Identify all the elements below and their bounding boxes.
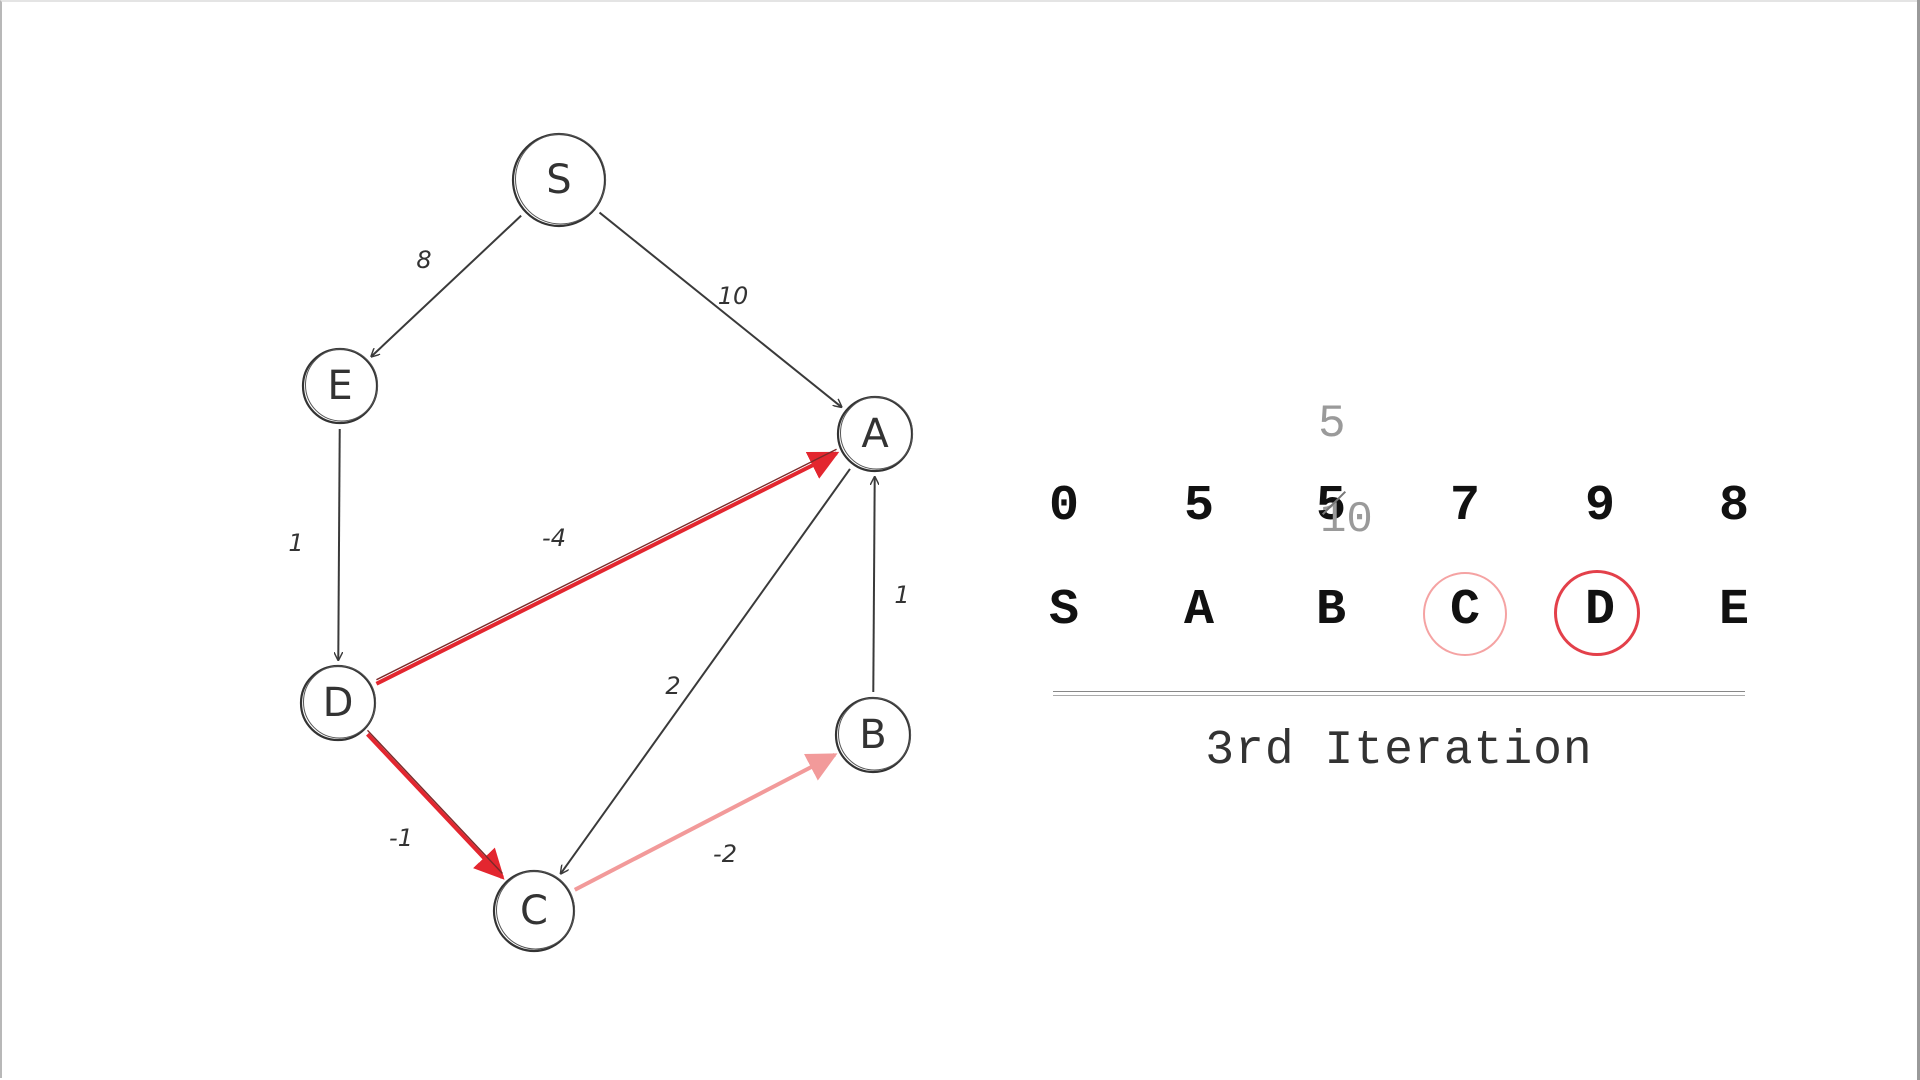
node-S-sketch	[515, 133, 606, 225]
edge-C-B	[573, 753, 838, 892]
divider-line-2	[1053, 695, 1745, 696]
node-label-S: S	[546, 157, 571, 203]
b-update-hint: 5	[1318, 398, 1346, 450]
iteration-caption: 3rd Iteration	[1205, 724, 1593, 778]
b-previous-distance: 10	[1320, 495, 1373, 545]
divider-line	[1053, 691, 1745, 692]
edge-weight-S-A: 10	[718, 282, 749, 310]
highlight-ring-C	[1423, 572, 1507, 656]
edge-weight-S-E: 8	[416, 246, 431, 274]
distance-E: 8	[1718, 478, 1749, 535]
slide-edge	[1917, 0, 1920, 1080]
distance-A: 5	[1183, 478, 1214, 535]
edges-layer: 8 10 1 -4 2 1 -1 -2	[288, 211, 910, 892]
edge-D-A	[375, 451, 840, 686]
edge-B-A	[873, 477, 874, 693]
node-C-sketch	[496, 870, 575, 950]
node-B-sketch	[838, 697, 911, 771]
edge-A-C	[561, 468, 851, 874]
node-D-sketch	[303, 665, 376, 739]
vertex-A: A	[1183, 582, 1214, 639]
node-label-B: B	[859, 712, 886, 758]
edge-D-C	[366, 732, 505, 880]
nodes-layer: S E A D B C	[299, 132, 914, 953]
vertex-S: S	[1048, 582, 1079, 639]
graph-diagram: 8 10 1 -4 2 1 -1 -2 S E A D B C	[288, 132, 914, 953]
vertex-B: B	[1315, 582, 1346, 639]
vertex-C: C	[1449, 582, 1480, 639]
distance-C: 7	[1449, 478, 1480, 535]
edge-weight-A-C: 2	[665, 672, 680, 700]
edge-weight-B-A: 1	[894, 581, 909, 609]
edge-D-C-sketch	[366, 729, 503, 875]
node-E-sketch	[305, 348, 378, 422]
node-label-E: E	[327, 363, 352, 409]
edge-E-D	[338, 428, 339, 660]
edge-S-E	[371, 214, 522, 357]
distance-D: 9	[1584, 478, 1615, 535]
distance-S: 0	[1048, 478, 1079, 535]
edge-S-A	[598, 211, 842, 407]
vertex-D: D	[1584, 582, 1615, 639]
node-label-A: A	[861, 411, 889, 457]
edge-weight-D-A: -4	[542, 524, 566, 552]
highlight-ring-D	[1554, 570, 1640, 656]
node-label-C: C	[520, 888, 548, 934]
edge-weight-C-B: -2	[713, 840, 737, 868]
vertex-E: E	[1718, 582, 1749, 639]
node-A-sketch	[840, 396, 913, 470]
edge-D-A-sketch	[376, 448, 837, 681]
edge-weight-E-D: 1	[288, 529, 303, 557]
edge-weight-D-C: -1	[389, 824, 413, 852]
node-label-D: D	[323, 680, 354, 726]
